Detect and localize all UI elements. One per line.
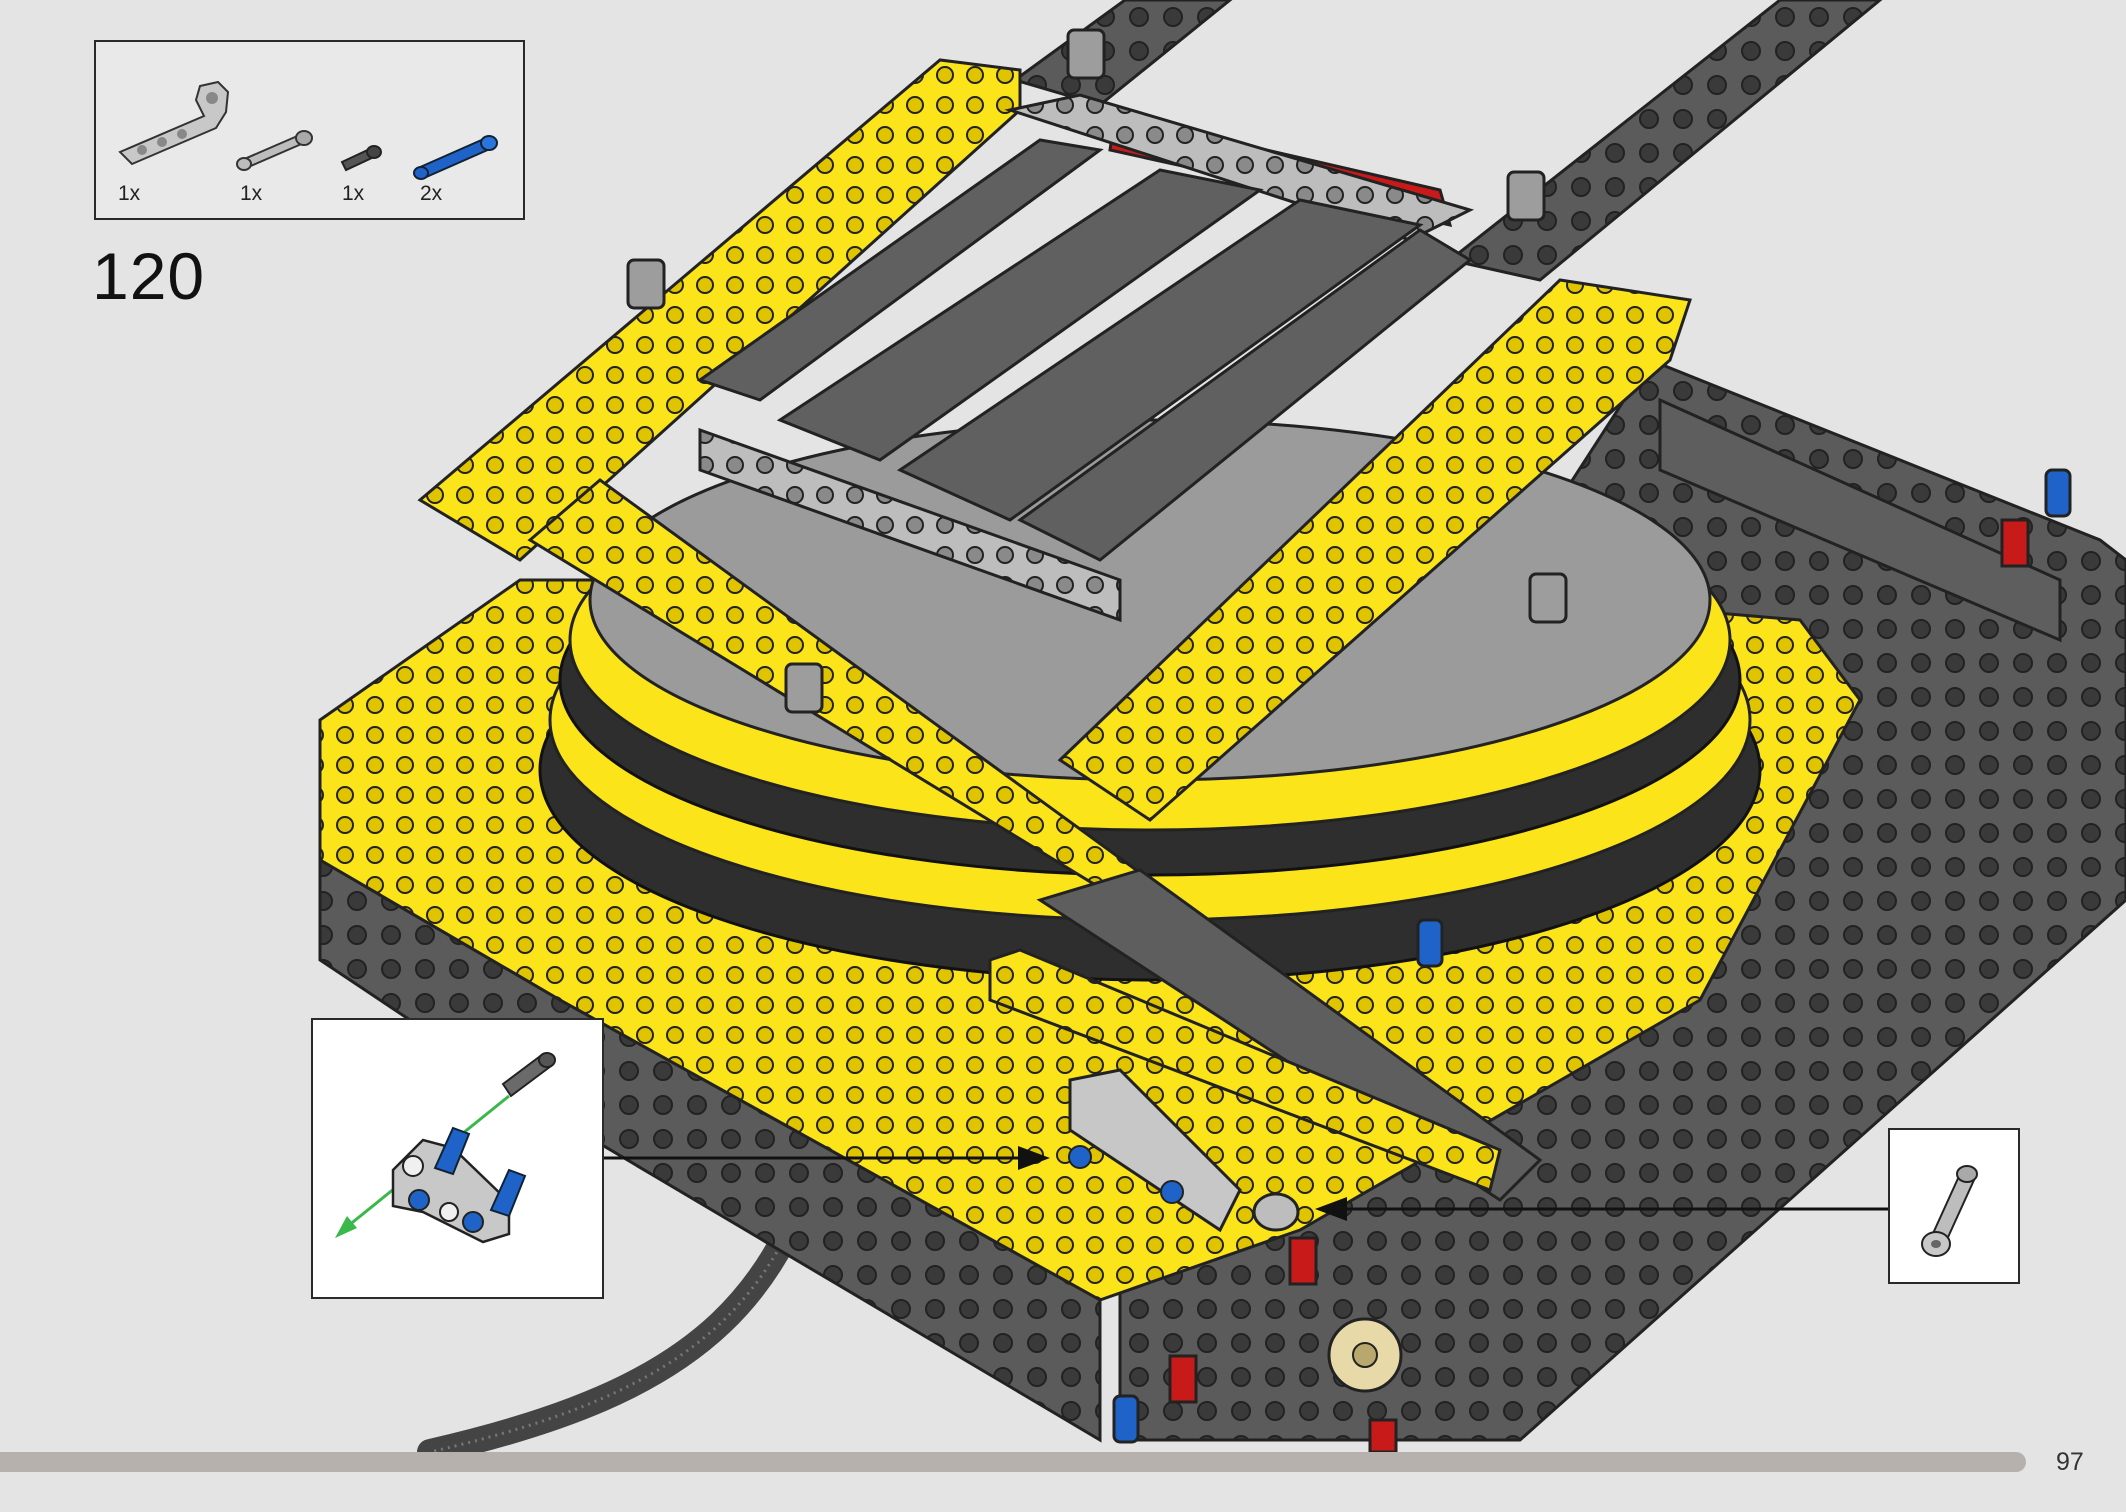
parts-list-illustration	[118, 80, 498, 180]
page-number: 97	[2056, 1448, 2084, 1476]
step-number: 120	[92, 239, 206, 313]
dark-gray-short-pin-icon	[340, 145, 382, 172]
left-callout-arrow	[604, 1146, 1050, 1170]
parts-list-box: 1x 1x 1x 2x	[94, 40, 525, 220]
light-gray-axle-pin-icon	[1921, 1165, 1978, 1257]
page-progress-bar	[0, 1452, 2026, 1472]
part-qty-1: 1x	[118, 182, 141, 205]
subassembly-callout	[311, 1018, 604, 1299]
light-gray-axle-pin-icon	[236, 130, 313, 171]
axle-pin-callout	[1888, 1128, 2020, 1284]
blue-pin-icon	[413, 135, 498, 180]
part-qty-4: 2x	[420, 182, 443, 205]
part-qty-3: 1x	[342, 182, 365, 205]
pin-into-beam-subassembly-icon	[335, 1052, 556, 1244]
light-gray-angled-beam-icon	[118, 80, 230, 166]
part-qty-2: 1x	[240, 182, 263, 205]
right-callout-arrow	[1315, 1197, 1888, 1221]
